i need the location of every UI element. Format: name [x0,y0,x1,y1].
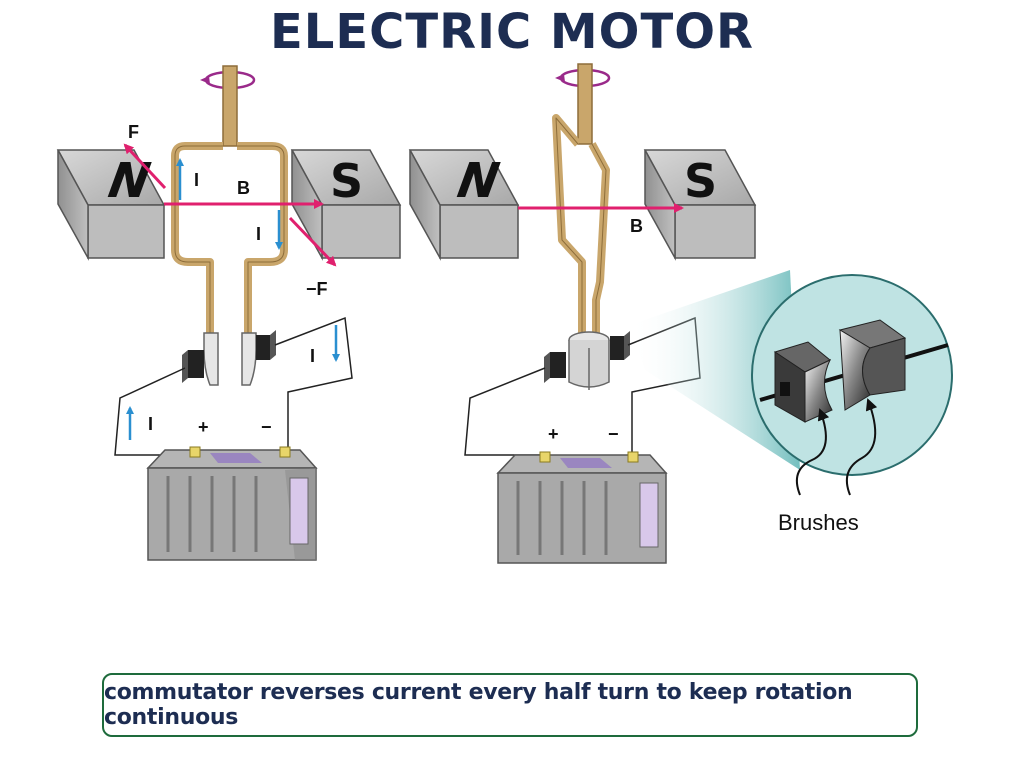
brushes-label: Brushes [778,510,859,535]
current-label-left-wire: I [148,414,153,434]
caption-box: commutator reverses current every half t… [102,673,918,737]
left-motor: N S B F −F I I [56,65,402,561]
page-title: ELECTRIC MOTOR [270,4,754,60]
current-label-right: I [256,224,261,244]
current-label-top: I [194,170,199,190]
force-label: F [128,122,139,142]
motor-diagram: N S B F −F I I [56,63,953,564]
south-pole-label: S [330,154,363,208]
right-motor: N S B + − [408,63,953,564]
current-label-right-wire: I [310,346,315,366]
minus-terminal-label: − [608,424,619,444]
commutator-icon [203,332,257,386]
battery-icon [496,451,668,564]
brush-icon [544,331,630,383]
armature-coil [552,114,610,335]
commutator-icon [568,331,610,390]
armature-coil [171,142,288,335]
brushes-detail-view [751,274,953,476]
south-pole-label: S [684,154,717,208]
south-magnet: S [290,149,402,261]
plus-terminal-label: + [198,417,209,437]
north-magnet: N [408,149,520,261]
negative-force-label: −F [306,279,328,299]
plus-terminal-label: + [548,424,559,444]
field-label: B [630,216,643,236]
north-magnet: N [56,149,166,261]
battery-icon [146,446,318,561]
zoom-beam [630,270,800,470]
minus-terminal-label: − [261,417,272,437]
brush-icon [182,330,276,383]
field-label: B [237,178,250,198]
south-magnet: S [643,149,757,261]
caption-text: commutator reverses current every half t… [104,680,853,730]
